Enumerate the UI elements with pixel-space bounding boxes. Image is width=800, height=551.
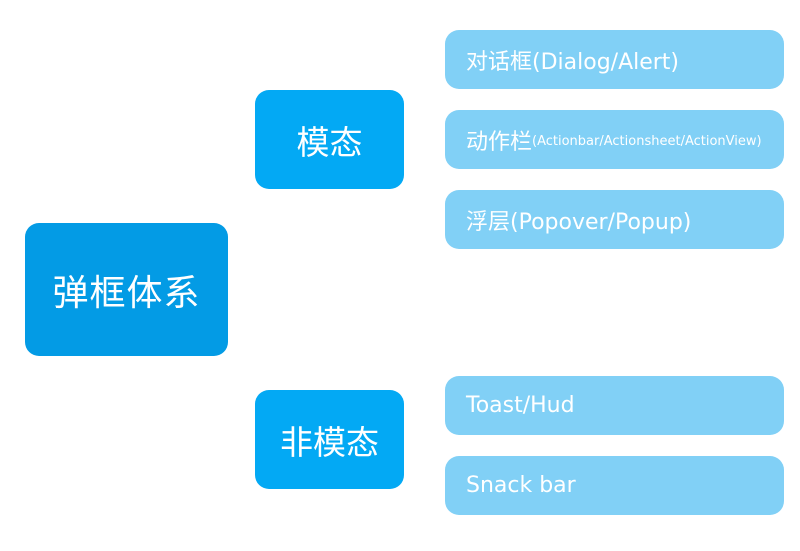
category-label-non-modal: 非模态	[280, 422, 379, 462]
leaf-detail-actionbar: (Actionbar/Actionsheet/ActionView)	[532, 134, 762, 149]
leaf-node-snackbar: Snack bar	[445, 456, 784, 515]
leaf-node-dialog: 对话框(Dialog/Alert)	[445, 30, 784, 89]
leaf-label-snackbar: Snack bar	[466, 473, 576, 498]
leaf-label-toast: Toast/Hud	[466, 393, 575, 418]
leaf-node-actionbar: 动作栏(Actionbar/Actionsheet/ActionView)	[445, 110, 784, 169]
leaf-label-dialog: 对话框(Dialog/Alert)	[466, 49, 680, 75]
category-node-non-modal: 非模态	[255, 390, 404, 489]
category-label-modal: 模态	[296, 122, 363, 162]
leaf-label-popover: 浮层(Popover/Popup)	[466, 209, 692, 235]
category-node-modal: 模态	[255, 90, 404, 189]
leaf-node-popover: 浮层(Popover/Popup)	[445, 190, 784, 249]
root-node-popup-system: 弹框体系	[25, 223, 228, 356]
leaf-node-toast: Toast/Hud	[445, 376, 784, 435]
root-node-label: 弹框体系	[52, 272, 201, 314]
leaf-label-actionbar: 动作栏	[466, 129, 533, 155]
